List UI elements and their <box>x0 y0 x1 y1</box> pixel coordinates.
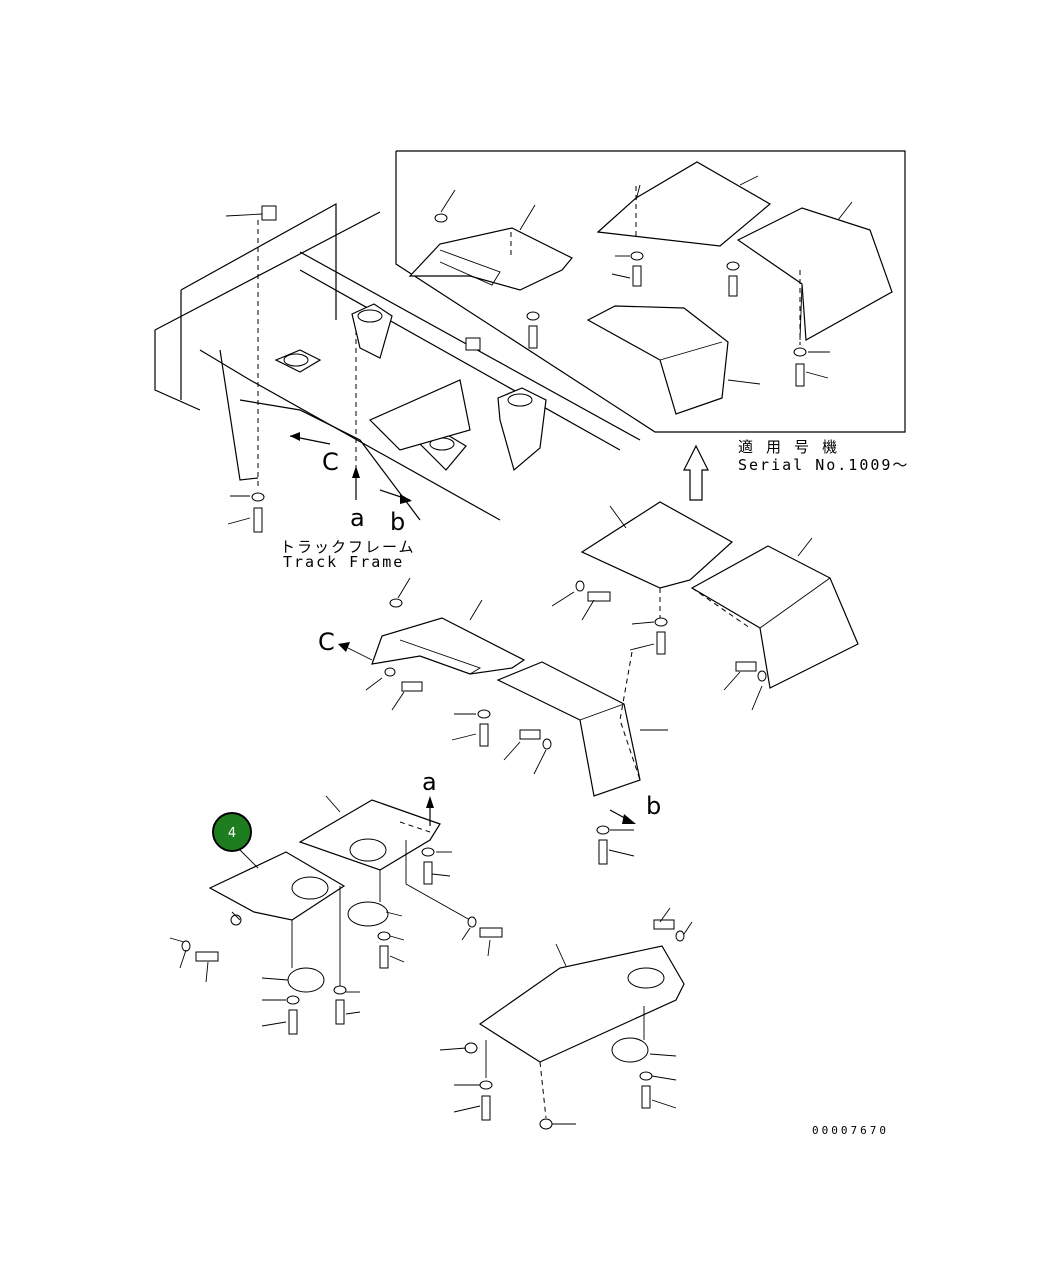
serial-label-jp: 適 用 号 機 <box>738 438 839 456</box>
view-marker-c-top: C <box>322 448 339 476</box>
lower-cover-set <box>169 795 693 1130</box>
drawing-number: 00007670 <box>812 1124 889 1137</box>
view-marker-c-mid: C <box>318 628 335 656</box>
track-frame-label-jp: トラックフレーム <box>280 538 416 556</box>
track-frame-assembly <box>154 202 641 533</box>
view-marker-b-mid: b <box>646 792 661 820</box>
inset-variant-box <box>395 150 906 433</box>
view-marker-b-top: b <box>390 508 405 536</box>
serial-label-en: Serial No.1009～ <box>738 456 909 474</box>
callout-badge[interactable]: 4 <box>212 812 252 852</box>
callout-circle[interactable] <box>212 812 252 852</box>
track-frame-label-en: Track Frame <box>283 553 404 571</box>
view-marker-a-low: a <box>422 768 437 796</box>
view-marker-a-top: a <box>350 504 365 532</box>
middle-cover-set <box>338 444 859 865</box>
callout-number: 4 <box>228 826 236 841</box>
